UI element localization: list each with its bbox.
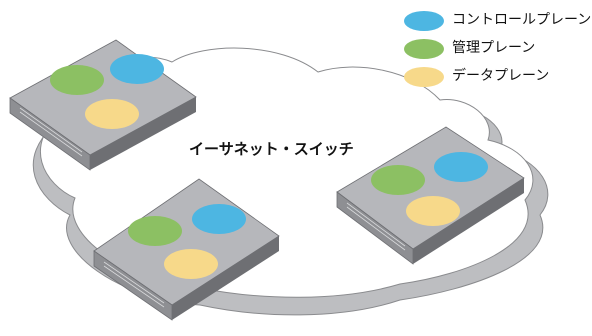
control-plane-dot xyxy=(434,152,488,182)
management-plane-dot xyxy=(128,216,182,246)
control-plane-dot xyxy=(110,54,164,84)
management-plane-swatch xyxy=(404,39,444,59)
switch-side xyxy=(172,236,279,320)
ethernet-switch-right xyxy=(336,126,525,265)
ethernet-switch-left xyxy=(9,39,197,171)
switch-port-row xyxy=(103,261,165,308)
control-plane-swatch xyxy=(404,11,444,31)
ethernet-switch-bottom xyxy=(93,178,280,321)
control-plane-dot xyxy=(192,204,246,234)
legend-label: コントロールプレーン xyxy=(452,12,592,28)
management-plane-dot xyxy=(50,65,104,95)
legend-label: 管理プレーン xyxy=(452,40,536,56)
ethernet-switch-label: イーサネット・スイッチ xyxy=(189,140,354,158)
switch-side xyxy=(413,178,524,264)
data-plane-dot xyxy=(406,196,460,226)
data-plane-dot xyxy=(164,249,218,279)
switch-side xyxy=(90,97,196,170)
data-plane-dot xyxy=(85,99,139,129)
management-plane-dot xyxy=(371,165,425,195)
data-plane-swatch xyxy=(404,67,444,87)
switch-port-row xyxy=(19,107,83,157)
switch-port-row xyxy=(346,202,406,251)
legend-label: データプレーン xyxy=(452,68,550,84)
